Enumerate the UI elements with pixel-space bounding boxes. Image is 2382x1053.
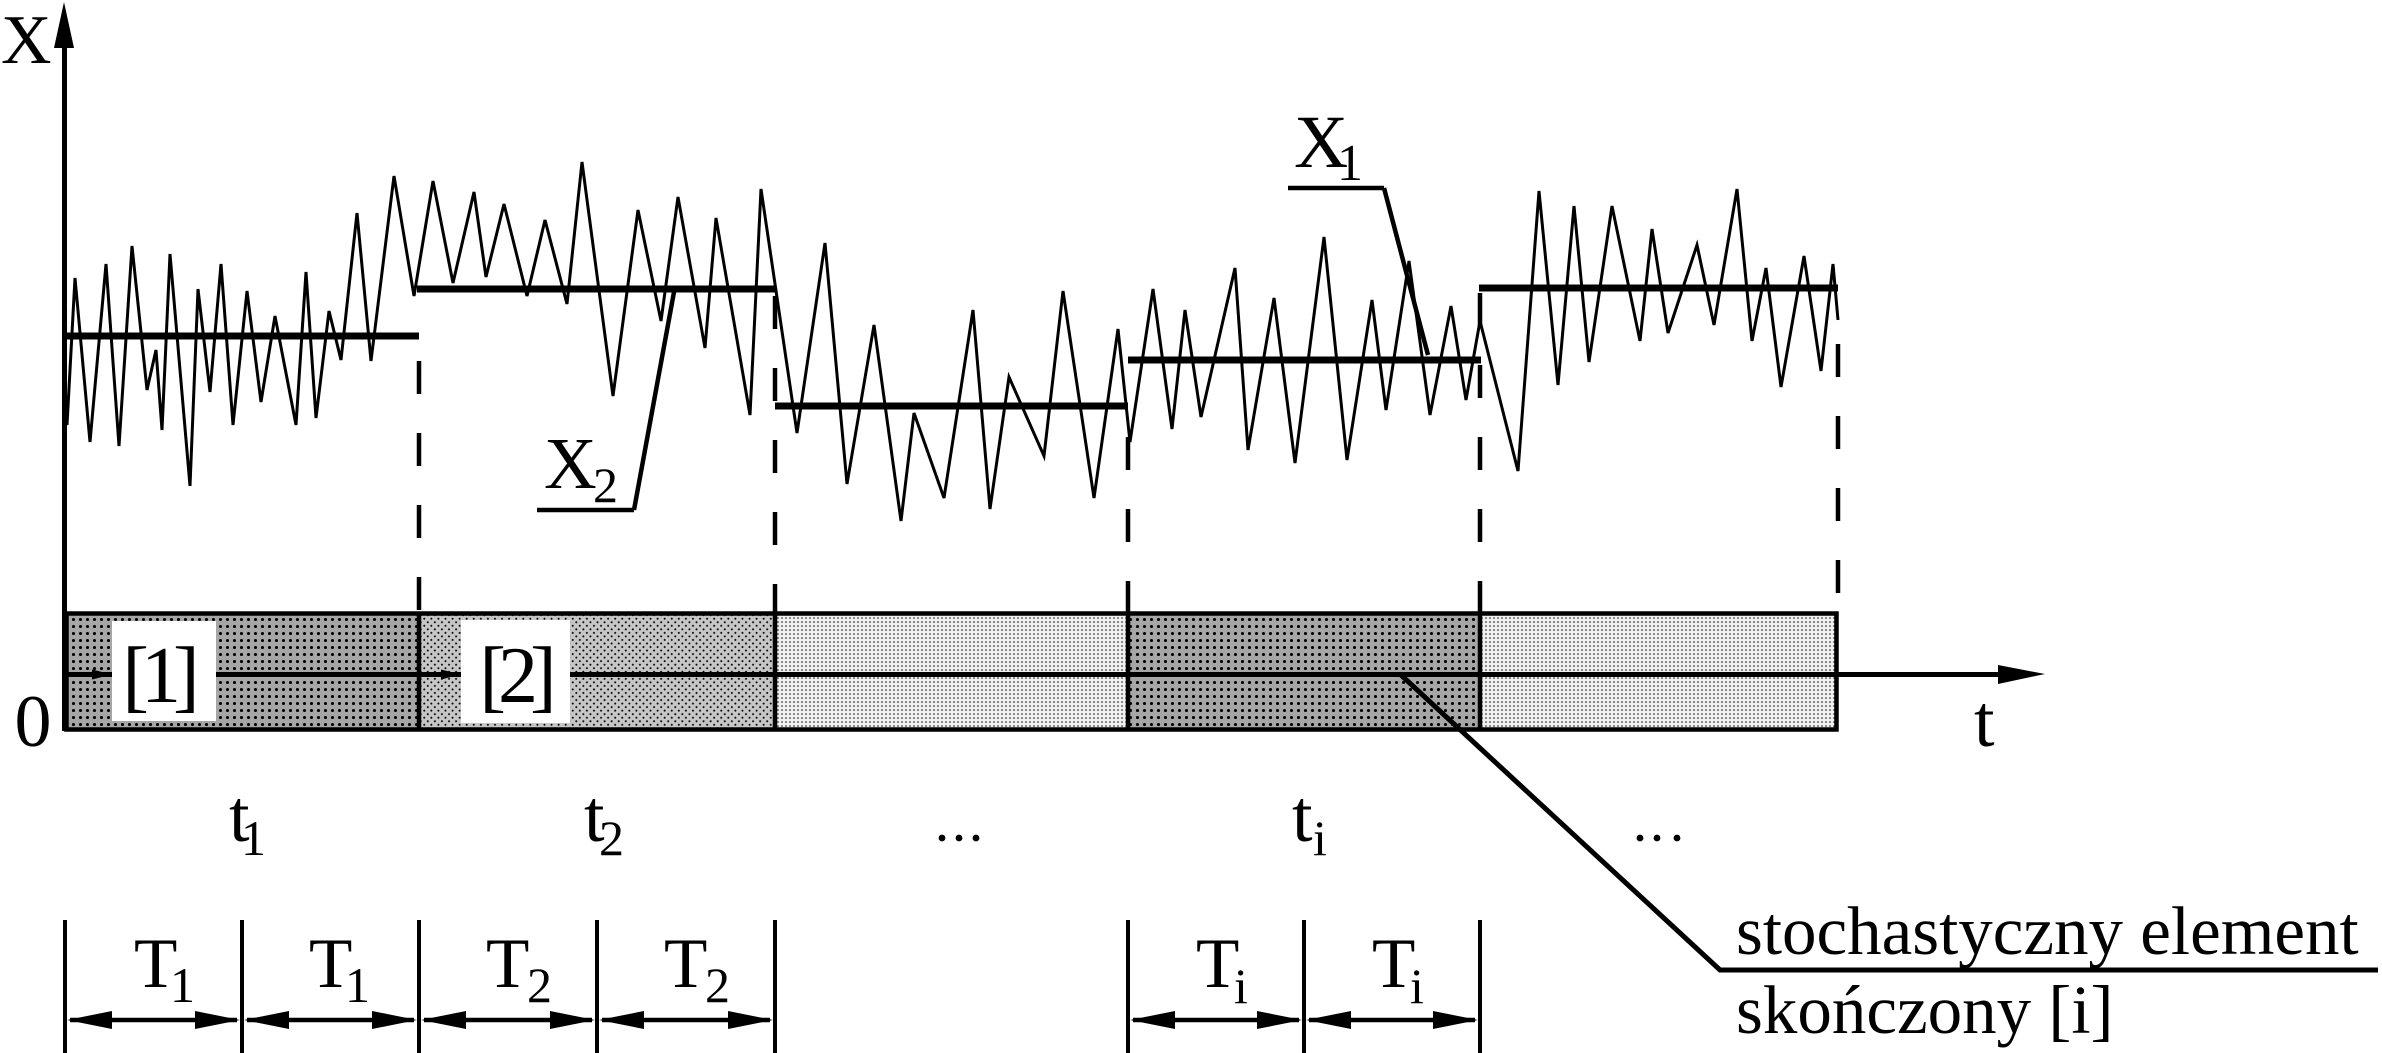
svg-text:2: 2 <box>593 457 618 513</box>
svg-text:T: T <box>486 925 529 1003</box>
svg-text:T: T <box>664 925 707 1003</box>
svg-text:t: t <box>1974 681 1995 763</box>
svg-text:T: T <box>1372 925 1415 1003</box>
svg-text:[1]: [1] <box>122 632 194 720</box>
svg-text:T: T <box>309 925 352 1003</box>
svg-text:[2]: [2] <box>479 632 551 720</box>
svg-text:T: T <box>1196 925 1239 1003</box>
svg-text:2: 2 <box>599 810 624 866</box>
svg-text:t: t <box>1292 776 1313 858</box>
svg-text:2: 2 <box>527 957 552 1013</box>
svg-text:1: 1 <box>345 957 370 1013</box>
svg-text:t: t <box>229 776 250 858</box>
svg-text:i: i <box>1234 958 1248 1014</box>
svg-text:1: 1 <box>170 957 195 1013</box>
svg-text:X: X <box>1294 101 1348 184</box>
svg-text:i: i <box>1410 958 1424 1014</box>
svg-text:i: i <box>1313 810 1327 866</box>
svg-text:0: 0 <box>15 681 52 763</box>
svg-text:X: X <box>1 2 52 79</box>
svg-text:t: t <box>584 776 605 858</box>
svg-text:1: 1 <box>241 810 266 866</box>
svg-text:stochastyczny element: stochastyczny element <box>1736 893 2359 969</box>
svg-text:T: T <box>134 925 177 1003</box>
svg-text:X: X <box>544 423 597 504</box>
svg-text:skończony [i]: skończony [i] <box>1736 972 2113 1048</box>
svg-text:1: 1 <box>1337 135 1363 192</box>
svg-text:2: 2 <box>705 957 730 1013</box>
